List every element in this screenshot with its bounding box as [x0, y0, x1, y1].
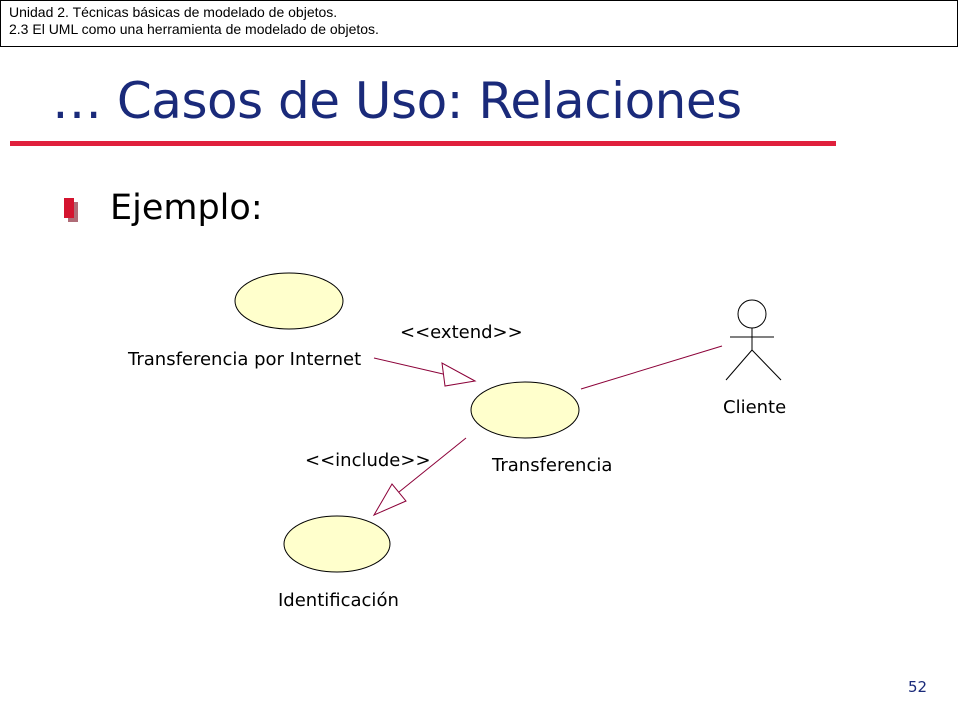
bullet-text: Ejemplo: [110, 188, 263, 228]
header-unit: Unidad 2. Técnicas básicas de modelado d… [9, 4, 338, 20]
header-section: 2.3 El UML como una herramienta de model… [9, 21, 379, 37]
use-case-internet-label: Transferencia por Internet [127, 349, 361, 370]
actor-label: Cliente [723, 397, 786, 418]
extend-label: <<extend>> [400, 322, 523, 343]
page-number: 52 [908, 678, 928, 696]
extend-arrow [373, 357, 477, 387]
include-arrow [372, 437, 467, 517]
use-case-internet-ellipse [234, 272, 344, 330]
title-underline [10, 141, 836, 146]
use-case-transfer-label: Transferencia [491, 455, 612, 476]
bullet-icon [64, 198, 78, 222]
slide-title: … Casos de Uso: Relaciones [52, 72, 742, 130]
use-case-identification-ellipse [283, 515, 391, 573]
association-line [580, 345, 723, 390]
include-label: <<include>> [305, 450, 431, 471]
actor-figure [725, 299, 782, 381]
use-case-identification-label: Identificación [278, 590, 399, 611]
use-case-transfer-ellipse [470, 381, 580, 439]
header-box: Unidad 2. Técnicas básicas de modelado d… [0, 0, 958, 47]
